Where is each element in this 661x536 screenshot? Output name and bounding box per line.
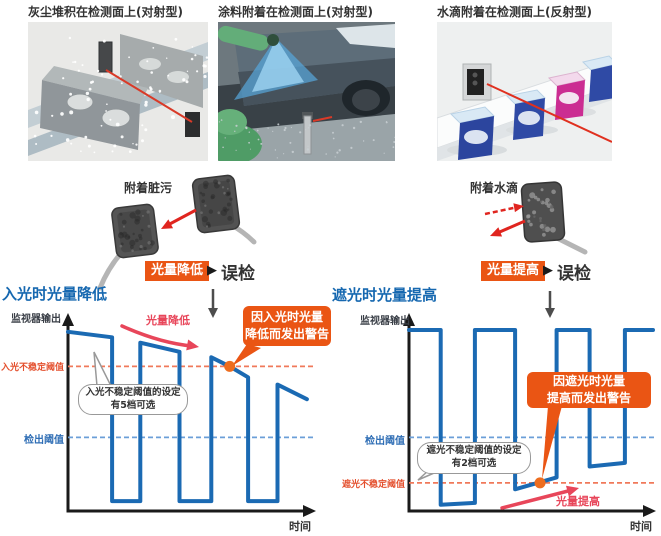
down-arrowhead bbox=[545, 308, 555, 318]
chart-marker-layer bbox=[224, 360, 546, 489]
photo-dust-on-detection-surface bbox=[28, 22, 208, 161]
label-attached-dirt: 附着脏污 bbox=[124, 181, 173, 195]
arrowhead bbox=[161, 219, 174, 229]
car-window bbox=[336, 24, 395, 48]
caption-dust: 灰尘堆积在检测面上(对射型) bbox=[28, 5, 183, 19]
warning-tail-left bbox=[232, 344, 261, 366]
y-axis-label-left: 监视器输出 bbox=[11, 314, 61, 325]
bore-hole bbox=[139, 58, 161, 70]
red-beam bbox=[486, 83, 612, 143]
metal-block-top bbox=[42, 66, 148, 104]
warning-callout-right: 因遮光时光量 提高而发出警告 bbox=[527, 372, 651, 408]
trend-label-light-decrease: 光量降低 bbox=[146, 314, 190, 327]
threshold-label-detect-left: 检出阈值 bbox=[24, 435, 64, 446]
dirt-blotches bbox=[199, 178, 233, 228]
warning-line: 因遮光时光量 bbox=[552, 374, 625, 389]
photo-paint-on-detection-surface bbox=[218, 22, 395, 161]
arrowhead bbox=[186, 339, 199, 351]
tub-label bbox=[518, 111, 540, 125]
bore-hole bbox=[66, 93, 94, 111]
x-axis-label-left: 时间 bbox=[289, 520, 311, 533]
tub-blue bbox=[589, 65, 612, 102]
warning-line: 因入光时光量 bbox=[250, 310, 323, 325]
spray-cone-core bbox=[252, 38, 304, 92]
wheel bbox=[352, 89, 380, 111]
spray-robot-arm bbox=[218, 25, 269, 51]
caption-water: 水滴附着在检测面上(反射型) bbox=[437, 5, 592, 19]
arrowhead bbox=[565, 485, 579, 497]
emitted-beam-arrow-dashed bbox=[484, 205, 519, 216]
threshold-label-detect-right: 检出阈值 bbox=[365, 436, 405, 447]
metal-block-front bbox=[40, 80, 140, 150]
emitter-sensor-dirty bbox=[191, 174, 241, 234]
result-false-detection: 误检 bbox=[557, 264, 591, 284]
warning-line: 提高而发出警告 bbox=[546, 391, 631, 405]
sensor-cable bbox=[554, 235, 588, 255]
light-decrease-trend-arrow bbox=[120, 324, 194, 348]
receiver-sensor bbox=[185, 112, 200, 137]
sensor-lens bbox=[472, 72, 478, 78]
threshold-label-shade-unstable: 遮光不稳定阈值 bbox=[341, 480, 405, 490]
setting-line: 有5档可选 bbox=[110, 399, 156, 411]
arrowhead bbox=[490, 227, 503, 237]
light-beam-arrow bbox=[165, 208, 197, 228]
dust-speckles bbox=[33, 36, 208, 154]
x-axis-arrowhead bbox=[643, 505, 656, 517]
label-attached-water: 附着水滴 bbox=[470, 181, 519, 195]
y-axis-arrowhead bbox=[62, 313, 74, 326]
red-beam bbox=[312, 116, 333, 122]
tub-label bbox=[464, 130, 488, 144]
arrowhead bbox=[513, 203, 524, 213]
spray-nozzle bbox=[267, 34, 279, 46]
warning-line: 降低而发出警告 bbox=[244, 327, 329, 341]
red-beam bbox=[105, 69, 193, 123]
setting-bubble-right: 遮光不稳定阈值的设定 有2档可选 bbox=[417, 442, 531, 474]
y-axis-arrowhead bbox=[403, 313, 415, 326]
floor-texture-dots bbox=[218, 119, 395, 159]
bore-hole bbox=[101, 108, 131, 128]
dirty-sensor-pair bbox=[97, 174, 257, 291]
tub-label bbox=[559, 92, 579, 104]
setting-bubble-left: 入光不稳定阈值的设定 有5档可选 bbox=[78, 384, 188, 415]
pointer-triangle-icon: ▶ bbox=[543, 263, 553, 278]
sensor-with-waterdrops bbox=[520, 181, 566, 243]
badge-light-increase: 光量提高 bbox=[481, 261, 546, 282]
trend-arrows bbox=[120, 324, 579, 510]
chart-series-layer bbox=[66, 328, 656, 507]
metal-block-back bbox=[120, 34, 203, 108]
x-axis-label-right: 时间 bbox=[630, 520, 652, 533]
trend-label-light-increase: 光量提高 bbox=[556, 495, 600, 508]
dirt-blotches bbox=[117, 209, 155, 253]
sensor-post bbox=[303, 115, 312, 155]
warning-callout-left: 因入光时光量 降低而发出警告 bbox=[243, 306, 331, 346]
badge-light-decrease: 光量降低 bbox=[145, 261, 210, 282]
photo-waterdrops-on-detection-surface bbox=[437, 22, 612, 161]
sensor-lens bbox=[472, 80, 478, 86]
setting-line: 入光不稳定阈值的设定 bbox=[85, 386, 181, 398]
threshold-label-incident-unstable: 入光不稳定阈值 bbox=[0, 363, 64, 373]
bubble-tail-left bbox=[93, 351, 113, 387]
chart-title-right: 遮光时光量提高 bbox=[332, 286, 438, 304]
receiver-sensor-dirty bbox=[111, 203, 159, 259]
water-droplets bbox=[526, 188, 556, 237]
pointer-triangle-icon: ▶ bbox=[207, 263, 217, 278]
robot-joint bbox=[218, 109, 247, 135]
chart-axes bbox=[62, 313, 656, 517]
caption-paint: 涂料附着在检测面上(对射型) bbox=[218, 5, 373, 19]
y-axis-label-right: 监视器输出 bbox=[360, 316, 410, 327]
setting-line: 有2档可选 bbox=[451, 458, 497, 469]
warning-tail-right bbox=[542, 406, 562, 479]
wet-sensor-group bbox=[484, 181, 588, 255]
x-axis-arrowhead bbox=[303, 505, 316, 517]
result-false-detection: 误检 bbox=[221, 264, 255, 284]
tub-lid bbox=[582, 55, 612, 71]
flow-down-arrows bbox=[208, 289, 555, 318]
setting-line: 遮光不稳定阈值的设定 bbox=[426, 445, 522, 457]
light-increase-trend-arrow bbox=[500, 488, 574, 510]
chart-title-left: 入光时光量降低 bbox=[2, 285, 108, 303]
down-arrowhead bbox=[208, 308, 218, 318]
